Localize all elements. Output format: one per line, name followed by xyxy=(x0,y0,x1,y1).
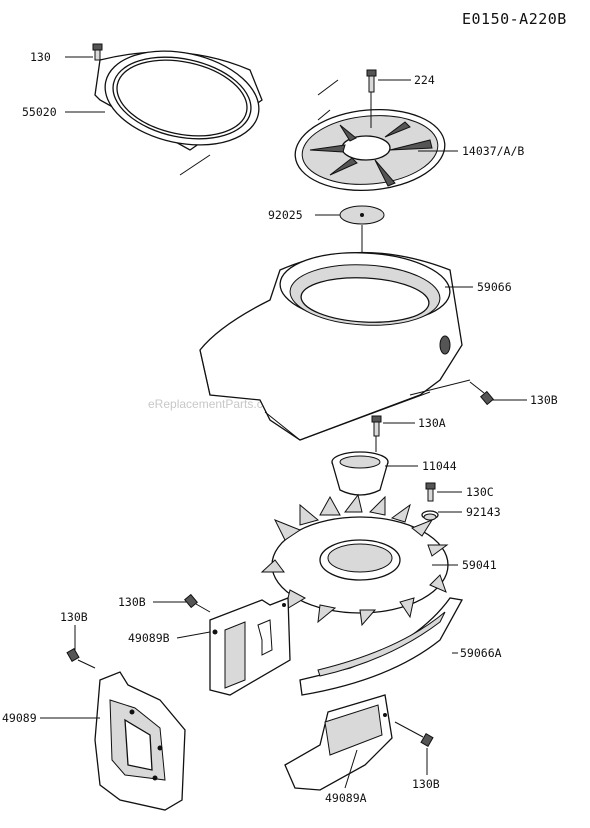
callout-130B-left: 130B xyxy=(60,610,88,624)
callout-130B-plate: 130B xyxy=(118,595,146,609)
callout-224: 224 xyxy=(414,73,435,87)
screw-130-top xyxy=(92,43,103,61)
callout-49089: 49089 xyxy=(2,711,37,725)
callout-130B-bottom: 130B xyxy=(412,777,440,791)
screw-130B-left xyxy=(66,647,96,669)
screw-130B-bottom xyxy=(394,721,434,748)
screw-130A xyxy=(371,415,382,452)
callout-59041: 59041 xyxy=(462,558,497,572)
callout-49089B: 49089B xyxy=(128,631,170,645)
callout-14037: 14037/A/B xyxy=(462,144,524,158)
cup-11044 xyxy=(331,451,389,496)
screw-130C xyxy=(425,482,436,502)
diagram-code: E0150-A220B xyxy=(462,10,567,28)
screw-224 xyxy=(366,69,377,128)
fan-59041 xyxy=(260,493,449,627)
screw-130B-plate xyxy=(184,593,211,613)
callout-11044: 11044 xyxy=(422,459,457,473)
seal-ring-55020 xyxy=(94,50,263,176)
callout-59066: 59066 xyxy=(477,280,512,294)
leader-lines xyxy=(40,56,527,789)
cover-49089A xyxy=(284,694,393,791)
baffle-59066A xyxy=(299,597,464,696)
callout-59066A: 59066A xyxy=(460,646,502,660)
callout-55020: 55020 xyxy=(22,105,57,119)
callout-92143: 92143 xyxy=(466,505,501,519)
washer-92143 xyxy=(421,510,439,521)
screw-130B-shroud xyxy=(469,381,494,406)
plate-49089B xyxy=(209,597,291,696)
callout-130A: 130A xyxy=(418,416,446,430)
callout-130C: 130C xyxy=(466,485,494,499)
callout-92025: 92025 xyxy=(268,208,303,222)
screen-14037 xyxy=(294,79,446,192)
callout-130-top: 130 xyxy=(30,50,51,64)
callout-49089A: 49089A xyxy=(325,791,367,805)
cover-49089 xyxy=(94,671,186,811)
watermark: eReplacementParts.com xyxy=(148,397,279,411)
callout-130B-shroud: 130B xyxy=(530,393,558,407)
shroud-59066 xyxy=(199,251,471,441)
